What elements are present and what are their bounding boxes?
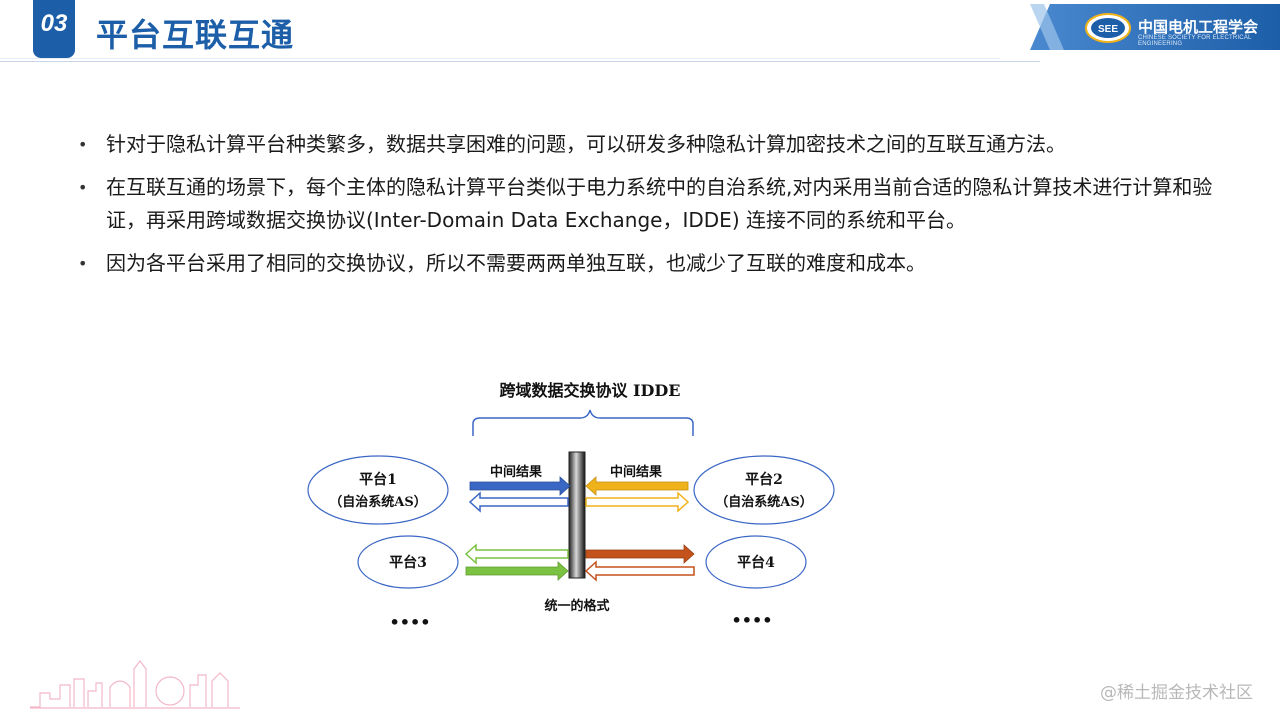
center-format-label: 统一的格式 [544, 598, 609, 614]
header-divider-light [0, 58, 1000, 59]
platform3-node [357, 535, 459, 589]
logo-abbr: SEE [1098, 24, 1118, 35]
platform3-label: 平台3 [389, 554, 427, 571]
watermark: @稀土掘金技术社区 [1100, 683, 1253, 703]
yellow-arrow-left [585, 476, 689, 496]
header-divider [0, 61, 1040, 62]
bullet-list: 针对于隐私计算平台种类繁多，数据共享困难的问题，可以研发多种隐私计算加密技术之间… [78, 128, 1228, 290]
diagram-title: 跨域数据交换协议 IDDE [499, 381, 680, 400]
platform4-node [705, 535, 807, 589]
right-result-label: 中间结果 [610, 464, 662, 480]
org-name: 中国电机工程学会 [1138, 18, 1259, 36]
blue-arrow-left [468, 491, 569, 513]
center-format-bar [568, 451, 586, 579]
see-logo-icon: SEE [1085, 13, 1131, 43]
bullet-item: 针对于隐私计算平台种类繁多，数据共享困难的问题，可以研发多种隐私计算加密技术之间… [78, 128, 1228, 161]
left-result-label: 中间结果 [490, 464, 542, 480]
left-ellipsis: •••• [390, 613, 431, 632]
right-ellipsis: •••• [732, 611, 773, 630]
platform2-label: 平台2 [745, 471, 783, 488]
red-arrow-left [584, 560, 695, 582]
green-arrow-right [465, 561, 569, 581]
yellow-arrow-right [585, 491, 690, 513]
platform1-node [307, 455, 449, 525]
page-title: 平台互联互通 [96, 16, 295, 54]
platform2-node [693, 455, 835, 525]
green-arrow-left [464, 543, 569, 565]
idde-diagram: 跨域数据交换协议 IDDE 统一的格式 平台1 （自治系统AS） 平台2 （自治… [307, 381, 835, 632]
platform1-label: 平台1 [359, 471, 397, 488]
platform4-label: 平台4 [737, 554, 775, 571]
red-arrow-right [585, 544, 695, 564]
section-number-badge: 03 [33, 0, 75, 58]
platform2-sublabel: （自治系统AS） [715, 494, 812, 510]
platform1-sublabel: （自治系统AS） [329, 494, 426, 510]
slide-header: 03 平台互联互通 SEE 中国电机工程学会 CHINESE SOCIETY F… [0, 0, 1280, 62]
bullet-item: 因为各平台采用了相同的交换协议，所以不需要两两单独互联，也减少了互联的难度和成本… [78, 247, 1228, 280]
section-number: 03 [40, 10, 68, 37]
bullet-item: 在互联互通的场景下，每个主体的隐私计算平台类似于电力系统中的自治系统,对内采用当… [78, 171, 1228, 237]
brace-bracket [472, 409, 694, 436]
city-skyline-decoration [30, 660, 240, 709]
org-english-name: CHINESE SOCIETY FOR ELECTRICAL ENGINEERI… [1138, 35, 1252, 47]
blue-arrow-right [469, 476, 571, 496]
